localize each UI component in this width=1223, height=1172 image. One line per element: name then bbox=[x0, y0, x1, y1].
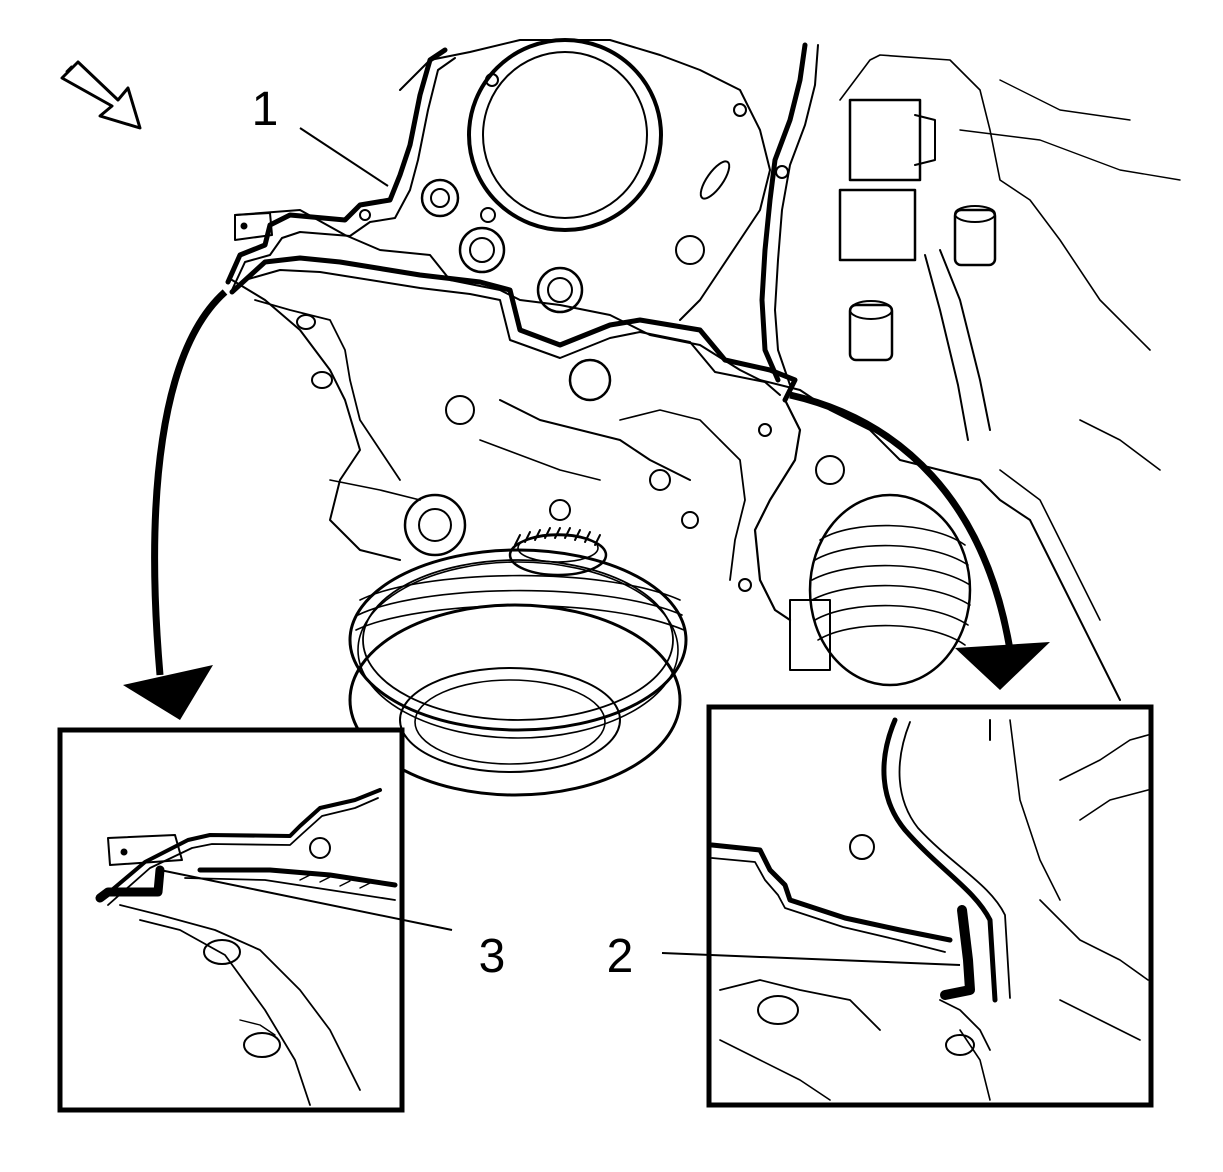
inset-left bbox=[57, 727, 453, 1113]
right-zoom-arrow bbox=[789, 391, 1050, 690]
callout-2-label: 2 bbox=[607, 930, 634, 983]
callout-3-label: 3 bbox=[479, 930, 506, 983]
callout-1-label: 1 bbox=[252, 83, 279, 136]
engine-block bbox=[225, 38, 1181, 797]
callout-1: 1 bbox=[252, 83, 389, 187]
view-direction-arrow-icon bbox=[60, 60, 142, 130]
inset-right bbox=[661, 704, 1154, 1108]
left-zoom-arrow bbox=[123, 289, 228, 720]
